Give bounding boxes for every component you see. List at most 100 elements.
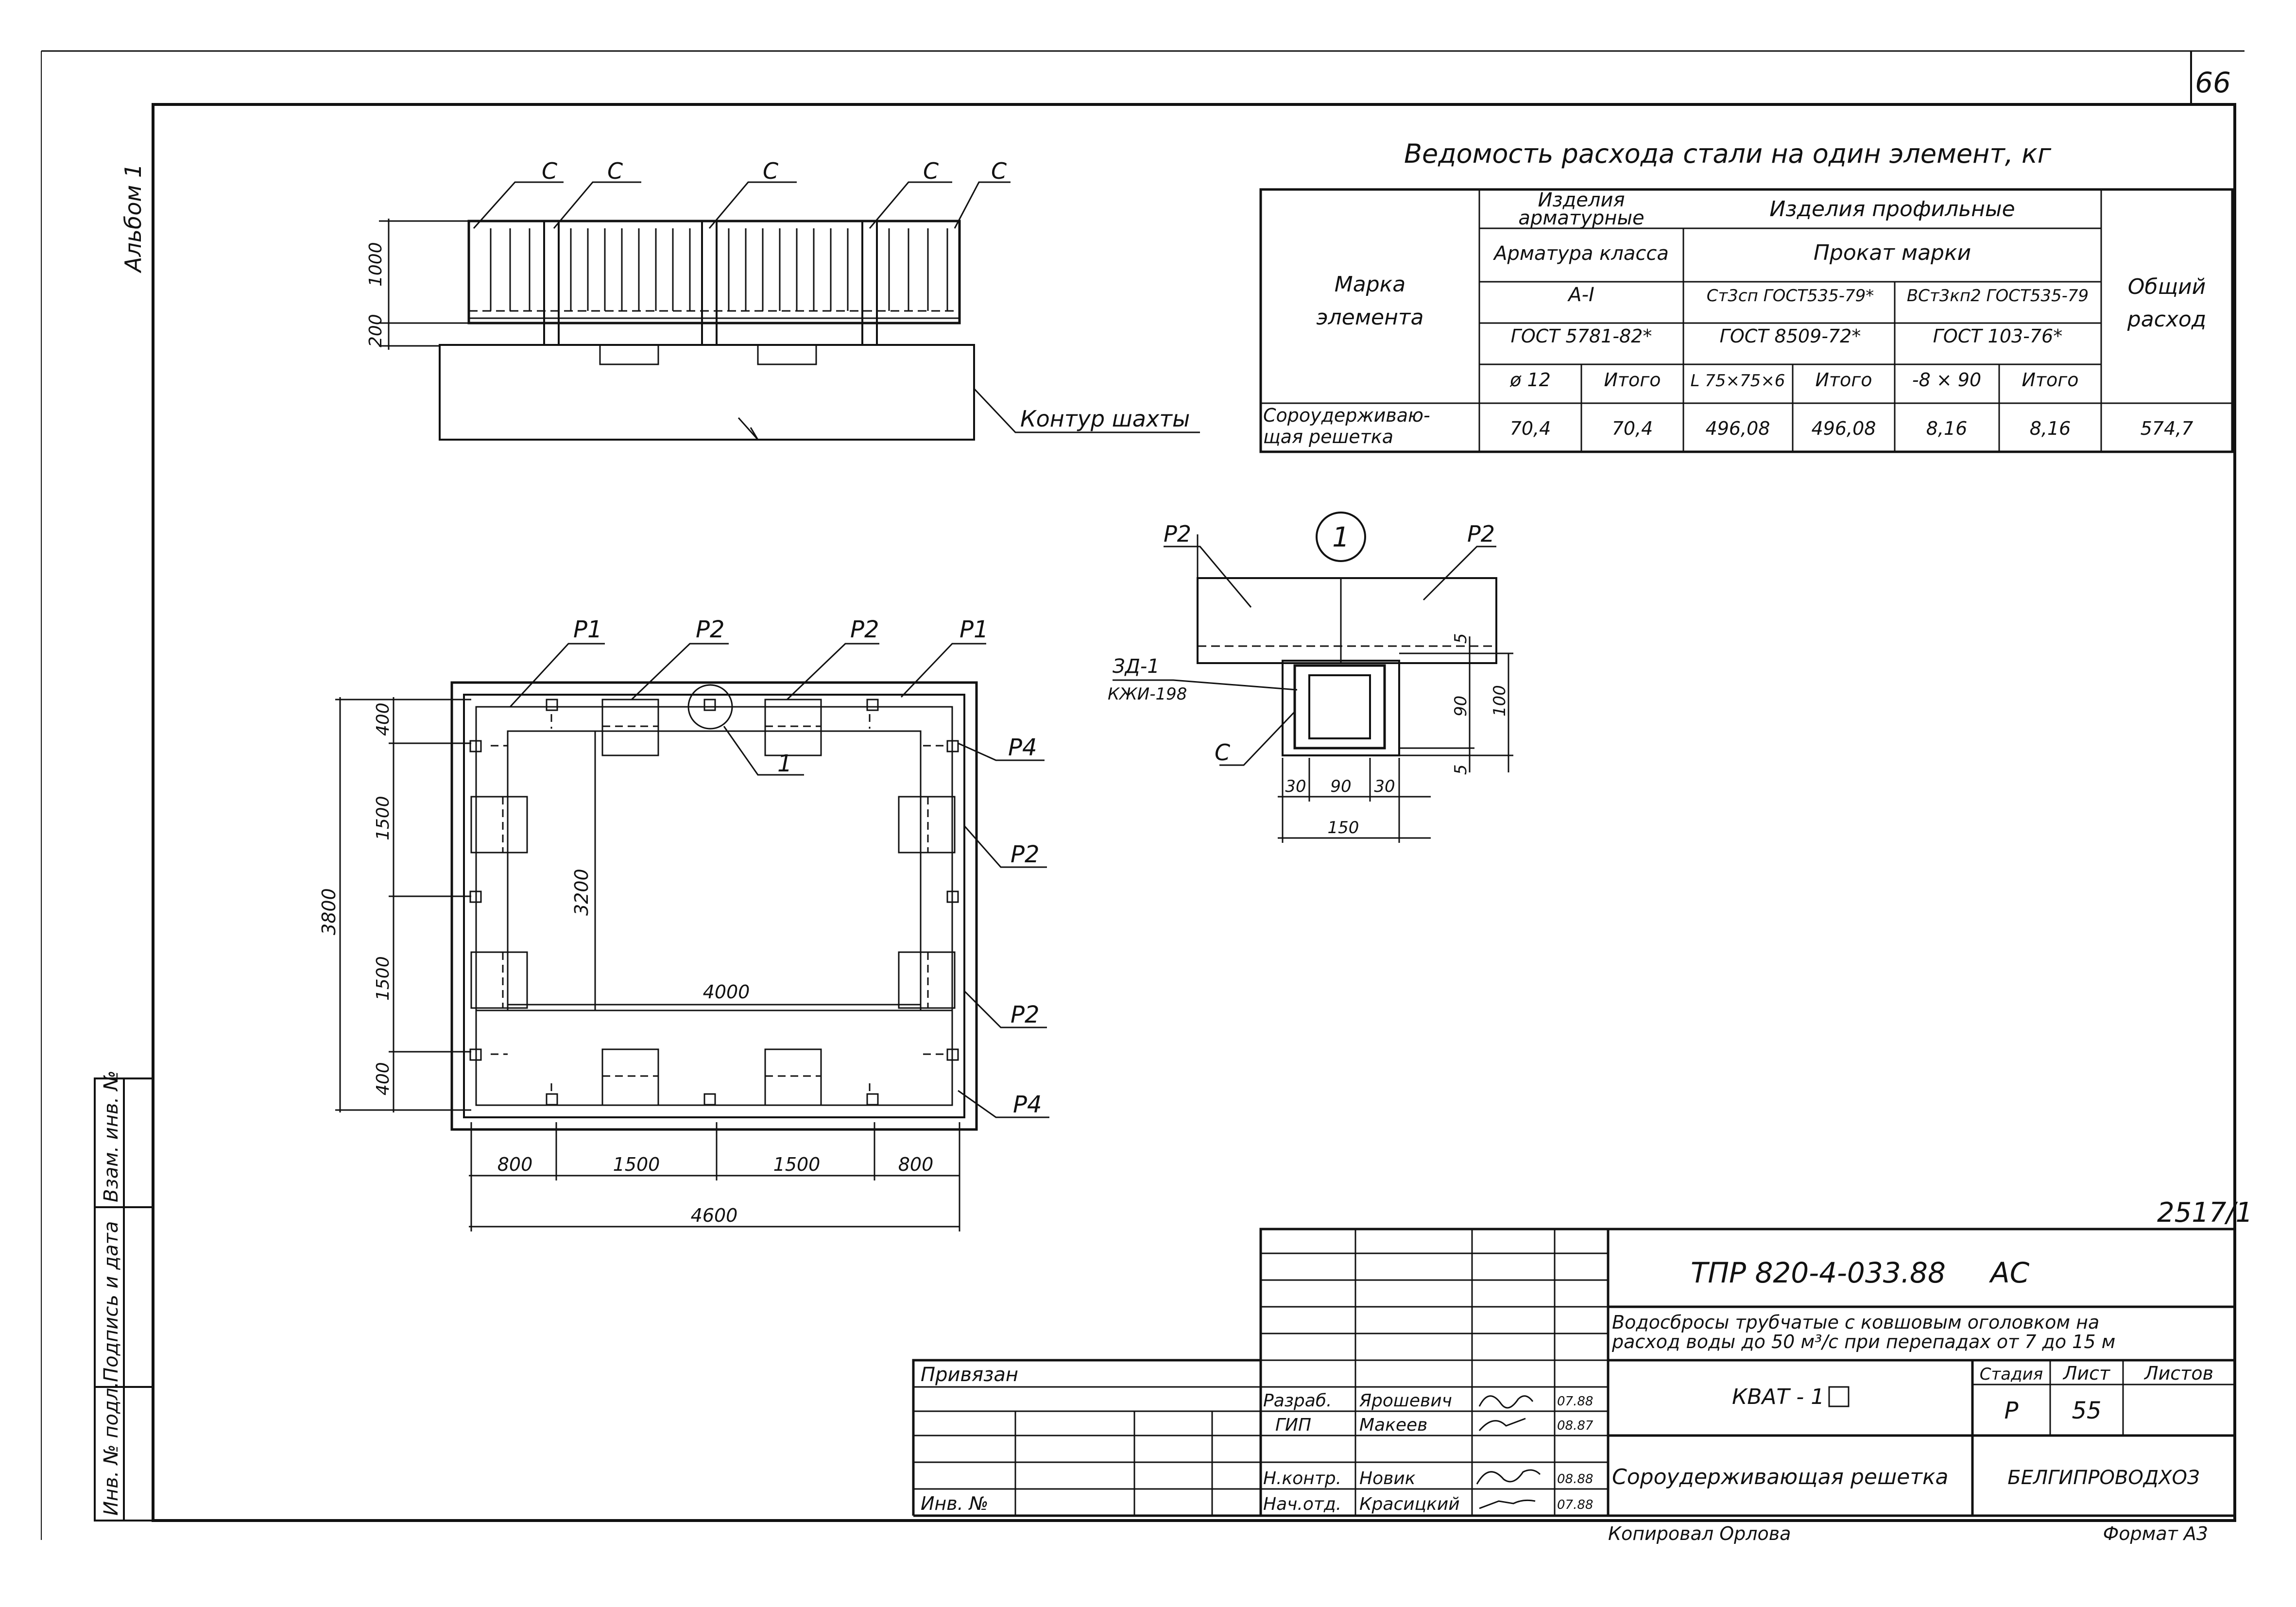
detail-label-p2-right: P2 xyxy=(1467,521,1495,547)
cell-6: 8,16 xyxy=(2030,418,2071,439)
tb-description-1: Водосбросы трубчатые с ковшовым оголовко… xyxy=(1612,1312,2099,1333)
plan-node-label: 1 xyxy=(777,750,792,777)
detail-dim-right-3: 5 xyxy=(1451,764,1471,775)
plan-dim-bottom-3: 1500 xyxy=(773,1154,821,1175)
th-col-5: -8 × 90 xyxy=(1912,369,1981,391)
plan-label-p2-right-2: P2 xyxy=(1011,1001,1039,1028)
stamp-signature-date: Подпись и дата xyxy=(100,1221,122,1382)
side-stamp: Инв. № подл. Подпись и дата Взам. инв. № xyxy=(94,1070,154,1522)
tb-sheets-header: Листов xyxy=(2143,1363,2213,1384)
elev-dim-top: 1000 xyxy=(366,242,386,287)
cell-4: 496,08 xyxy=(1812,418,1876,439)
th-total-2: расход xyxy=(2127,307,2206,332)
tb-sheet-value: 55 xyxy=(2072,1397,2101,1424)
callout-c-1: C xyxy=(542,158,557,184)
tb-inv-label: Инв. № xyxy=(921,1493,988,1514)
th-rebar-class: Арматура класса xyxy=(1492,242,1669,265)
th-col-1: ø 12 xyxy=(1509,369,1551,391)
plan-dim-left-total: 3800 xyxy=(318,888,340,935)
detail-dim-right-1: 5 xyxy=(1451,633,1471,644)
tb-name-1: Ярошевич xyxy=(1359,1391,1452,1411)
callout-c-5: C xyxy=(991,158,1007,184)
sheet-corner-number: 66 xyxy=(2195,66,2231,99)
detail-label-p2-left: P2 xyxy=(1164,521,1191,547)
cell-3: 496,08 xyxy=(1706,418,1770,439)
elevation-view: 1000 200 C C C C C Контур шахты xyxy=(366,158,1200,441)
title-block: 2517/1 xyxy=(912,1197,2253,1544)
th-rebar-1: Изделия xyxy=(1538,189,1625,211)
signatures xyxy=(1476,1395,1541,1509)
tb-name-3: Новик xyxy=(1359,1469,1416,1488)
plan-view: 1 P1 P2 P2 P1 P4 P2 P2 P4 xyxy=(318,616,1049,1231)
plan-dim-bottom-total: 4600 xyxy=(691,1205,738,1226)
album-label: Альбом 1 xyxy=(120,164,146,274)
tb-name-4: Красицкий xyxy=(1359,1494,1460,1514)
th-col-3: L 75×75×6 xyxy=(1691,371,1785,391)
plan-dim-inner-horizontal: 4000 xyxy=(703,981,750,1003)
tb-name-2: Макеев xyxy=(1359,1415,1427,1435)
plan-label-p1-left: P1 xyxy=(573,616,602,643)
detail-dim-right-total: 100 xyxy=(1490,685,1509,717)
tb-description-2: расход воды до 50 м³/с при перепадах от … xyxy=(1611,1331,2115,1352)
stamp-inv-original: Инв. № подл. xyxy=(100,1382,122,1516)
th-total-1: Общий xyxy=(2128,274,2206,299)
sheet-frame: 66 Альбом 1 xyxy=(41,50,2245,1540)
plan-label-p2-1: P2 xyxy=(696,616,724,643)
tb-brand-box xyxy=(1828,1386,1850,1407)
tb-role-1: Разраб. xyxy=(1263,1391,1332,1411)
plan-dim-inner-vertical: 3200 xyxy=(571,869,592,916)
detail-dim-right-2: 90 xyxy=(1451,696,1471,717)
tb-sheet-header: Лист xyxy=(2062,1363,2111,1384)
th-steel-a: Ст3сп ГОСТ535-79* xyxy=(1707,286,1874,306)
tb-privyazan: Привязан xyxy=(921,1364,1018,1386)
callout-c-2: C xyxy=(607,158,623,184)
plan-dim-left-1: 400 xyxy=(373,702,393,736)
th-profile: Изделия профильные xyxy=(1769,197,2015,222)
th-col-4: Итого xyxy=(1815,369,1872,391)
plan-dim-left-3: 1500 xyxy=(373,956,393,1001)
detail-dim-bottom-1: 30 xyxy=(1285,777,1306,796)
callout-c-3: C xyxy=(763,158,778,184)
detail-embed-1: ЗД-1 xyxy=(1113,655,1160,678)
steel-table: Ведомость расхода стали на один элемент,… xyxy=(1259,138,2234,453)
callout-c-4: C xyxy=(923,158,939,184)
tb-role-2: ГИП xyxy=(1275,1415,1311,1435)
th-mark-2: элемента xyxy=(1317,305,1424,330)
detail-c-label: C xyxy=(1215,739,1230,766)
plan-dim-bottom-1: 800 xyxy=(497,1154,533,1175)
detail-node-number: 1 xyxy=(1332,522,1350,553)
th-class-a1: А-I xyxy=(1567,284,1594,306)
plan-dim-bottom-2: 1500 xyxy=(613,1154,660,1175)
th-gost-a: ГОСТ 5781-82* xyxy=(1511,325,1652,347)
tb-stage-value: Р xyxy=(2005,1397,2019,1424)
tb-date-3: 08.88 xyxy=(1557,1472,1593,1487)
shaft-contour-label: Контур шахты xyxy=(1020,406,1190,432)
elev-dim-bottom: 200 xyxy=(366,314,386,347)
tb-format: Формат А3 xyxy=(2103,1523,2208,1544)
cell-7: 574,7 xyxy=(2141,418,2193,439)
plan-dim-left-2: 1500 xyxy=(373,796,393,840)
tb-date-4: 07.88 xyxy=(1557,1498,1593,1512)
tb-organization: БЕЛГИПРОВОДХОЗ xyxy=(2007,1467,2199,1489)
steel-table-title: Ведомость расхода стали на один элемент,… xyxy=(1404,138,2052,169)
th-mark-1: Марка xyxy=(1335,272,1405,297)
th-col-2: Итого xyxy=(1604,369,1661,391)
tb-stage-header: Стадия xyxy=(1980,1365,2043,1384)
th-steel-b: ВСт3кп2 ГОСТ535-79 xyxy=(1907,286,2089,306)
row-name-1: Сороудерживаю- xyxy=(1263,405,1430,426)
th-rolled: Прокат марки xyxy=(1814,240,1971,265)
th-gost-c: ГОСТ 103-76* xyxy=(1933,325,2063,347)
plan-label-p4-top: P4 xyxy=(1008,734,1037,761)
cell-2: 70,4 xyxy=(1612,418,1653,439)
th-rebar-2: арматурные xyxy=(1518,207,1644,229)
cell-1: 70,4 xyxy=(1510,418,1551,439)
cell-5: 8,16 xyxy=(1926,418,1968,439)
plan-dim-bottom-4: 800 xyxy=(898,1154,934,1175)
plan-label-p2-2: P2 xyxy=(850,616,879,643)
tb-date-2: 08.87 xyxy=(1557,1419,1593,1433)
stamp-replace-inv: Взам. инв. № xyxy=(100,1070,122,1202)
plan-label-p1-right: P1 xyxy=(960,616,988,643)
tb-date-1: 07.88 xyxy=(1557,1394,1593,1409)
tb-drawing-name: Сороудерживающая решетка xyxy=(1612,1465,1948,1489)
